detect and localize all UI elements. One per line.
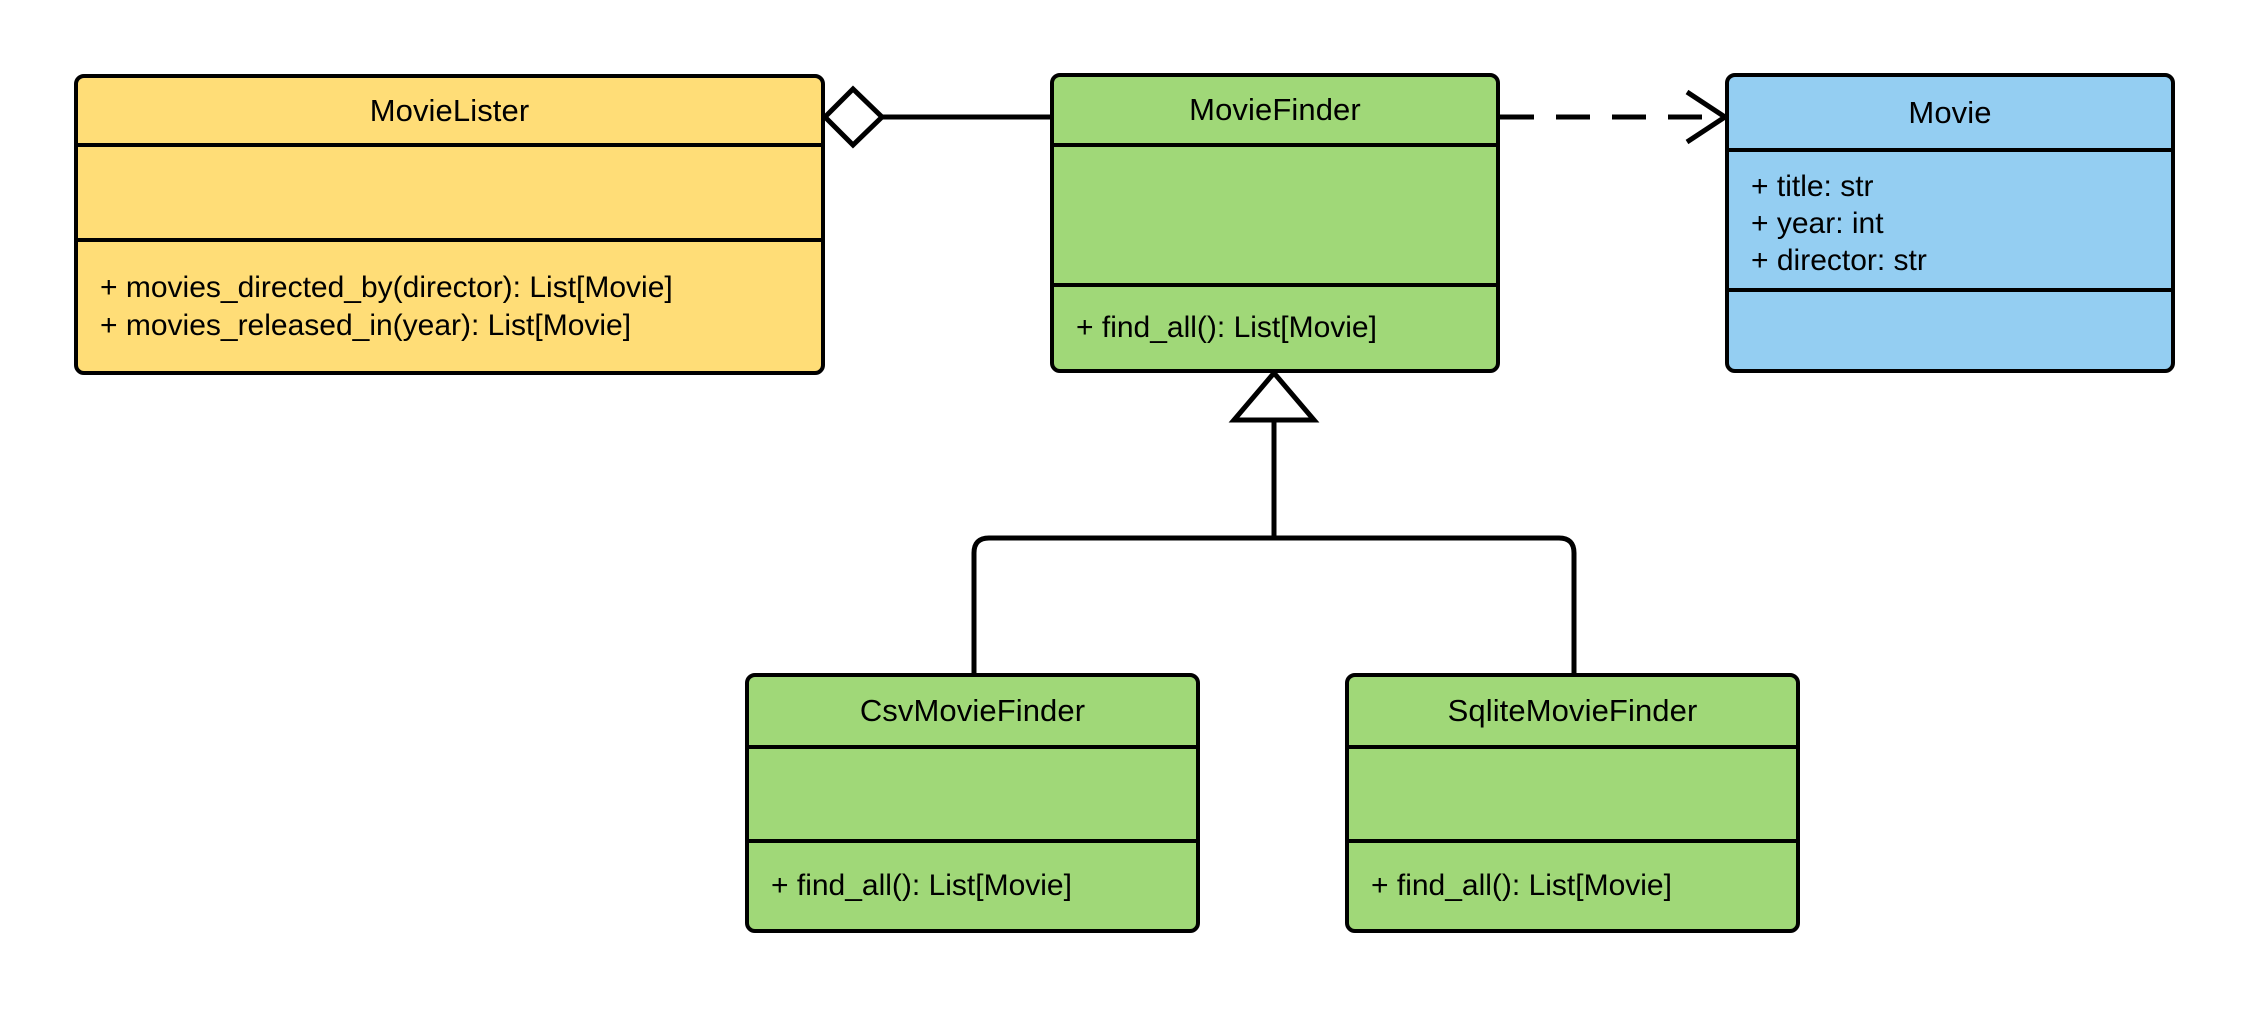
class-box-sqlite-movie-finder[interactable]: SqliteMovieFinder + find_all(): List[Mov… [1345,673,1800,933]
class-box-csv-movie-finder[interactable]: CsvMovieFinder + find_all(): List[Movie] [745,673,1200,933]
class-box-movie-lister[interactable]: MovieLister + movies_directed_by(directo… [74,74,825,375]
methods-compartment-movie [1729,288,2171,369]
attributes-compartment-sqlite-movie-finder [1349,745,1796,839]
class-box-movie[interactable]: Movie + title: str + year: int + directo… [1725,73,2175,373]
class-box-movie-finder[interactable]: MovieFinder + find_all(): List[Movie] [1050,73,1500,373]
methods-compartment-movie-finder: + find_all(): List[Movie] [1054,283,1496,369]
method-item: + find_all(): List[Movie] [1076,311,1377,345]
class-name-movie: Movie [1908,94,1992,130]
attributes-compartment-movie-finder [1054,143,1496,283]
method-item: + movies_directed_by(director): List[Mov… [100,271,673,305]
dependency-edge-finder-movie [1500,89,1730,145]
methods-compartment-movie-lister: + movies_directed_by(director): List[Mov… [78,238,821,371]
method-item: + find_all(): List[Movie] [771,869,1072,903]
class-name-csv-movie-finder: CsvMovieFinder [859,693,1086,728]
class-name-movie-finder: MovieFinder [1189,92,1361,127]
methods-compartment-csv-movie-finder: + find_all(): List[Movie] [749,839,1196,929]
hollow-triangle-icon [1228,369,1320,423]
attributes-compartment-movie: + title: str + year: int + director: str [1729,148,2171,288]
attribute-item: + director: str [1751,244,1927,278]
class-name-sqlite-movie-finder: SqliteMovieFinder [1447,693,1698,728]
attribute-item: + title: str [1751,170,1874,203]
open-arrow-icon [1685,89,1730,145]
attributes-compartment-csv-movie-finder [749,745,1196,839]
methods-compartment-sqlite-movie-finder: + find_all(): List[Movie] [1349,839,1796,929]
method-item: + find_all(): List[Movie] [1371,869,1672,903]
generalization-edge-tree [971,369,1577,673]
generalization-branch-lines [971,535,1577,673]
aggregation-edge-lister-finder [821,85,1050,149]
class-name-movie-lister: MovieLister [369,92,530,128]
method-item: + movies_released_in(year): List[Movie] [100,308,632,342]
hollow-diamond-icon [821,85,886,149]
attributes-compartment-movie-lister [78,143,821,238]
attribute-item: + year: int [1751,207,1884,241]
